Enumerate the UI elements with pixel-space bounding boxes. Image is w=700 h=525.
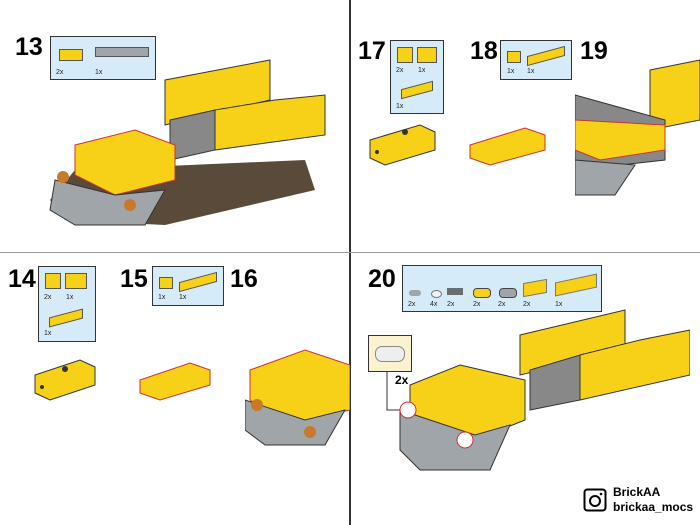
part-gray-plate [499,288,517,298]
part-gray-round [409,290,421,296]
parts-list-20: 2x 4x 2x 2x 2x 2x 1x [402,265,602,312]
page-divider-vertical [349,0,351,525]
step-number-19: 19 [580,37,608,65]
part-yellow-plate [473,288,491,298]
brick-1x2-yellow [417,47,437,63]
step-17-model [369,124,436,166]
slope-yellow [159,277,173,289]
part-qty: 2x [56,69,64,76]
part-yellow-slope [523,278,547,298]
step-16-model [245,349,350,446]
step-number-18: 18 [470,37,498,65]
part-qty: 1x [66,294,74,301]
part-qty: 2x [473,301,481,308]
parts-list-13: 2x 1x [50,36,156,80]
step-15-model [139,362,211,401]
part-qty: 1x [418,67,426,74]
part-qty: 1x [507,68,515,75]
part-qty: 1x [555,301,563,308]
step-20-model [386,309,690,471]
step-number-16: 16 [230,265,258,293]
part-qty: 1x [179,294,187,301]
brand-name: BrickAA [613,485,661,499]
step-number-14: 14 [8,265,36,293]
brick-1x1-yellow [45,273,61,289]
instagram-icon [583,488,607,512]
step-number-15: 15 [120,265,148,293]
tile-yellow [527,45,565,67]
tile-yellow [179,271,217,293]
step-18-model [469,127,546,166]
step-number-13: 13 [15,33,43,61]
part-qty: 2x [408,301,416,308]
step-14-model [34,359,96,401]
step-19-model [575,59,700,196]
part-qty: 1x [95,69,103,76]
tile-1x4-yellow [49,308,83,328]
brick-1x1-yellow [397,47,413,63]
callout-qty: 2x [395,373,409,387]
part-yellow-tile [555,273,597,297]
plate-1x6-gray [95,47,149,57]
part-qty: 2x [396,67,404,74]
brand-handle: brickaa_mocs [613,500,694,514]
tile-1x4-yellow [401,80,433,100]
plate-2x2-yellow [59,49,83,61]
part-trans-round [431,290,442,298]
parts-list-15: 1x 1x [152,266,224,306]
part-qty: 1x [396,103,404,110]
page-divider-horizontal [0,252,700,253]
trans-round-pair [375,346,405,362]
parts-list-18: 1x 1x [500,40,572,80]
part-qty: 2x [523,301,531,308]
part-dark-tile [447,288,463,295]
part-qty: 2x [498,301,506,308]
part-qty: 1x [44,330,52,337]
step-number-17: 17 [358,37,386,65]
slope-yellow [507,51,521,63]
part-qty: 4x [430,301,438,308]
step-number-20: 20 [368,265,396,293]
brick-1x2-yellow [65,273,87,289]
part-qty: 2x [44,294,52,301]
step-13-model [49,59,326,226]
brand-signature: BrickAA brickaa_mocs [583,485,693,515]
parts-list-17: 2x 1x 1x [390,40,444,114]
part-qty: 1x [527,68,535,75]
parts-list-14: 2x 1x 1x [38,266,96,342]
callout-box [368,335,412,372]
part-qty: 1x [158,294,166,301]
part-qty: 2x [447,301,455,308]
